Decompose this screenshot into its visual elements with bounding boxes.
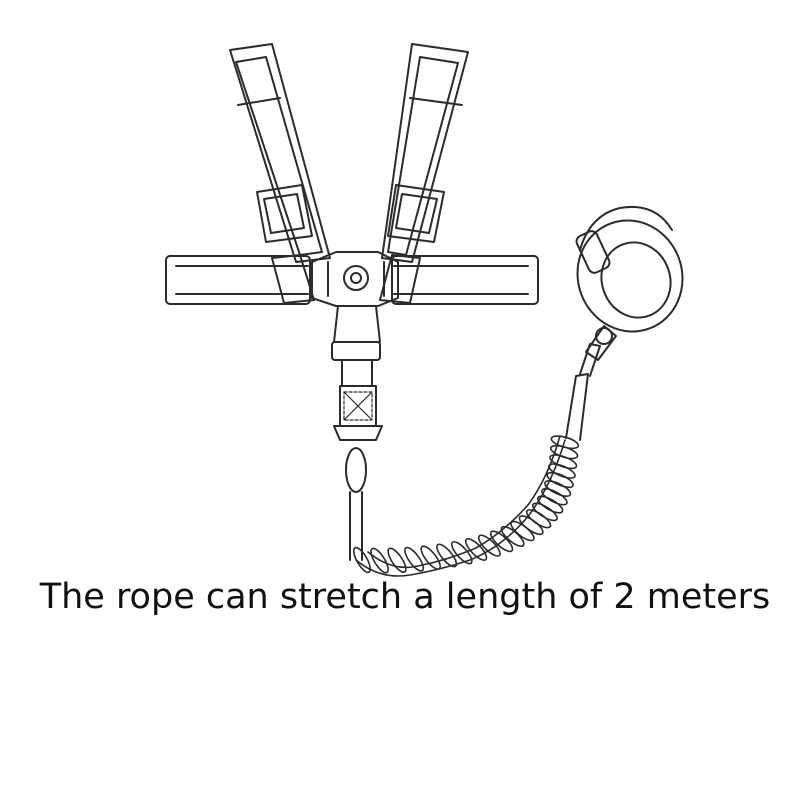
coil-ring <box>420 545 441 570</box>
coil-ring <box>531 502 558 522</box>
right-shoulder-strap <box>379 43 469 304</box>
lower-strap <box>331 305 383 441</box>
rope-extension <box>565 325 617 441</box>
coil-ring <box>537 495 564 514</box>
coil-ring <box>436 543 458 568</box>
coil-ring <box>404 546 425 572</box>
chest-belt <box>165 255 539 305</box>
center-buckle <box>311 251 399 307</box>
coil-ring <box>541 488 568 506</box>
coil-ring <box>450 541 473 565</box>
caption: The rope can stretch a length of 2 meter… <box>39 577 771 617</box>
coil-ring <box>387 547 407 573</box>
rope-swivel <box>345 447 367 561</box>
coil-ring <box>352 546 372 574</box>
coil-ring <box>464 538 488 561</box>
coil-ring <box>546 471 574 489</box>
coil-ring <box>549 454 578 470</box>
coil-ring <box>370 547 389 574</box>
wrist-strap <box>575 206 684 333</box>
coil-ring <box>477 534 501 557</box>
coiled-rope <box>352 435 580 577</box>
coil-ring <box>489 530 514 553</box>
left-shoulder-strap <box>229 43 331 304</box>
coil-ring <box>544 480 572 497</box>
coil-ring <box>549 444 579 460</box>
